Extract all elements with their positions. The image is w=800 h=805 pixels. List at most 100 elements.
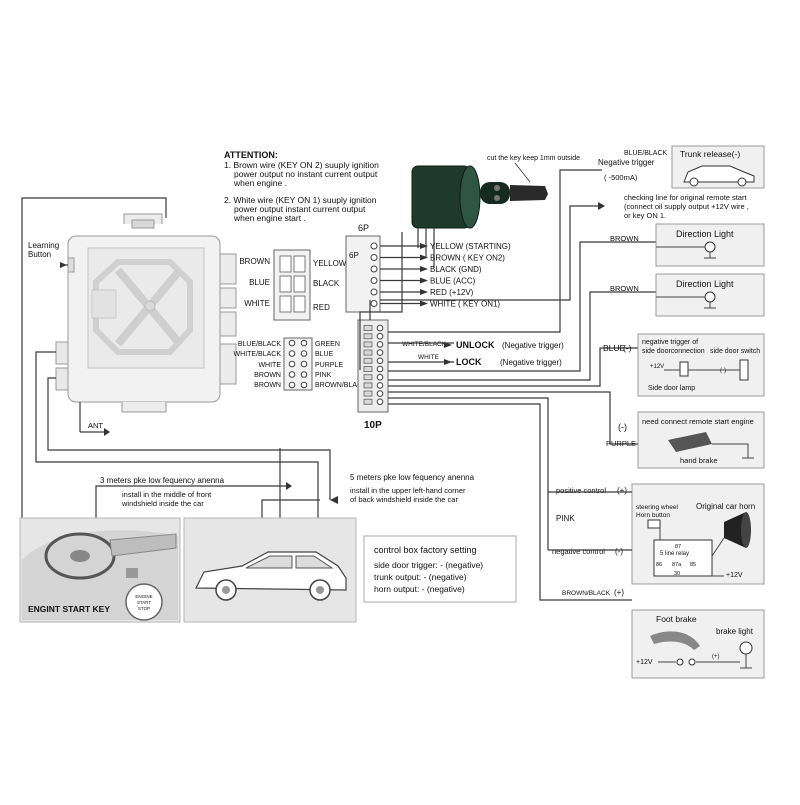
hand-brake-sign: (-) (618, 422, 627, 432)
attention-note: ATTENTION: 1. Brown wire (KEY ON 2) suup… (224, 150, 379, 223)
hand-brake-icon (668, 432, 712, 452)
foot-brake-plus2: (+) (712, 654, 720, 660)
connector-6p-side-label: 6P (349, 251, 359, 260)
connector-6p-wire-label: BLUE (ACC) (430, 277, 476, 286)
direction2-title: Direction Light (676, 279, 734, 289)
side-door-line: side doorconnection (642, 348, 705, 355)
ignition-switch-illustration: cut the key keep 1mm outside (411, 155, 580, 268)
factory-line: trunk output: - (negative) (374, 572, 467, 582)
checking-line: checking line for original remote start … (380, 193, 749, 301)
connector-10p: 10P WHITE/BLACK UNLOCK (Negative trigger… (357, 319, 564, 431)
connector-10p-slot (363, 366, 373, 372)
direction1-wire: BROWN (610, 234, 639, 243)
antenna5-line: of back windshield inside the car (350, 495, 458, 504)
pedal-icon (650, 631, 700, 650)
attention-line: power output no instant current output (234, 169, 378, 179)
connector-10p-pin (376, 365, 384, 373)
horn-voltage: +12V (726, 572, 743, 579)
pin-right-label: GREEN (315, 341, 340, 348)
connector-6p: 6P 6P YELLOW (STARTING)BROWN ( KEY ON2)B… (345, 223, 511, 313)
car-icon (683, 165, 755, 183)
left-connector-6pin: BROWN BLUE WHITE YELLOW BLACK RED (239, 249, 347, 321)
pin-detail-dot (288, 371, 296, 378)
left-connector-right-label: YELLOW (313, 259, 347, 268)
car-panel (183, 517, 357, 623)
connector-10p-pin (376, 349, 384, 356)
relay-box (653, 539, 713, 577)
pin-left-label: BLUE/BLACK (238, 341, 282, 348)
left-connector-right-label: RED (313, 303, 330, 312)
foot-brake-plus: (+) (614, 588, 624, 597)
horn-plus: (+) (617, 486, 627, 495)
side-door-lamp: Side door lamp (648, 385, 695, 392)
pin-detail-dot (300, 339, 308, 347)
pin-detail-dot (288, 360, 296, 368)
pin-detail-dot (300, 371, 308, 378)
antenna3-title: 3 meters pke low fequency anenna (100, 476, 225, 485)
horn-wire: PINK (556, 514, 575, 523)
trunk-title: Trunk release(-) (680, 149, 740, 159)
connector-10p-pin-detail: BLUE/BLACK WHITE/BLACK WHITE BROWN BROWN… (234, 337, 367, 391)
connector-10p-slot (363, 357, 373, 364)
connector-10p-pin (376, 324, 384, 332)
trunk-current: ( -500mA) (604, 173, 638, 182)
wire-arrow (420, 254, 428, 261)
left-connector-left-label: WHITE (244, 299, 270, 308)
horn-steering: steering wheel (636, 504, 678, 511)
antenna3-line: install in the middle of front (122, 490, 212, 499)
foot-brake-voltage: +12V (636, 659, 653, 666)
connector-10p-slot (363, 374, 373, 381)
horn-title: Original car horn (696, 502, 755, 511)
ignition-face (459, 165, 481, 229)
connector-6p-label: 6P (358, 223, 369, 233)
foot-brake-title: Foot brake (656, 614, 697, 624)
attention-line: power output instant current output (234, 204, 366, 214)
pin-detail-dot (288, 350, 296, 357)
direction-light-panel-2: BROWN Direction Light (610, 273, 765, 317)
factory-setting-box: control box factory setting side door tr… (363, 535, 517, 603)
horn-panel: positive control (+) PINK negative contr… (547, 483, 765, 585)
bulb-icon (704, 241, 716, 253)
connector-6p-pin (370, 242, 378, 250)
start-button-text: ENGINE (135, 594, 152, 599)
pin-right-label: PINK (315, 372, 332, 379)
connector-6p-wire-label: BLACK (GND) (430, 265, 482, 274)
connector-10p-slot (363, 382, 373, 389)
hand-brake-panel: (-) need connect remote start engine PUR… (606, 411, 765, 469)
checking-note-line: checking line for original remote start (624, 193, 747, 202)
horn-icon (724, 512, 746, 548)
direction-light-panel-1: BROWN Direction Light (610, 223, 765, 267)
attention-line: when engine start . (233, 213, 306, 223)
pin-detail-dot (300, 360, 308, 368)
horn-button: Horn button (636, 512, 670, 519)
antenna5-title: 5 meters pke low fequency anenna (350, 473, 475, 482)
attention-line: 2. White wire (KEY ON 1) suuply ignition (224, 195, 377, 205)
hand-brake-note: need connect remote start engine (642, 417, 754, 426)
learning-button-label: Button (28, 250, 51, 259)
connector-10p-wires (369, 169, 656, 601)
connector-6p-wire-label: YELLOW (STARTING) (430, 242, 511, 251)
pin-left-label: BROWN (254, 382, 281, 389)
relay-pin: 87a (672, 562, 682, 568)
pin-right-label: BLUE (315, 351, 334, 358)
side-door-voltage: +12V (650, 364, 664, 370)
connector-10p-pin (376, 390, 384, 397)
connector-6p-pin (370, 288, 378, 296)
checking-note-line: (connect oil supply output +12V wire , (624, 202, 749, 211)
side-door-line: negative trigger of (642, 339, 698, 346)
pin-detail-dot (300, 350, 308, 357)
lock-label: LOCK (456, 357, 482, 367)
lock-note: (Negative trigger) (500, 358, 562, 367)
pin-detail-dot (300, 381, 308, 389)
relay-pin: 85 (690, 562, 696, 568)
bulb-icon (704, 291, 716, 303)
relay-pin: 87 (675, 544, 681, 550)
side-door-switch: side door switch (710, 348, 760, 355)
pin-left-label: WHITE/BLACK (234, 351, 282, 358)
factory-title: control box factory setting (374, 545, 477, 555)
antenna5-line: install in the upper left-hand corner (350, 486, 466, 495)
start-button-text: STOP (138, 606, 150, 611)
connector-10p-slot (363, 349, 373, 356)
